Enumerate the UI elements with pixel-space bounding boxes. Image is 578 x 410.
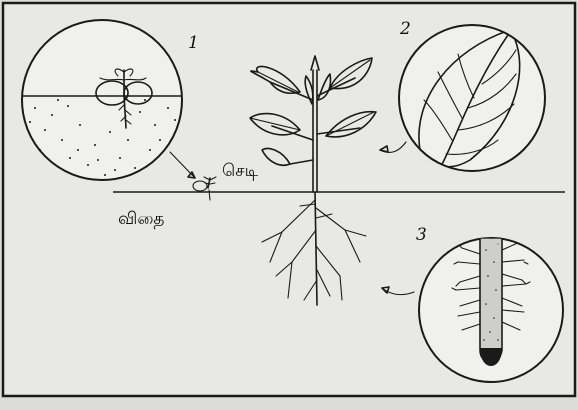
seed-label: விதை <box>118 209 165 229</box>
plant-label: செடி <box>222 161 259 181</box>
inset-2-number: 2 <box>399 19 411 39</box>
inset-1-number: 1 <box>188 33 199 53</box>
inset-3-number: 3 <box>416 225 427 245</box>
